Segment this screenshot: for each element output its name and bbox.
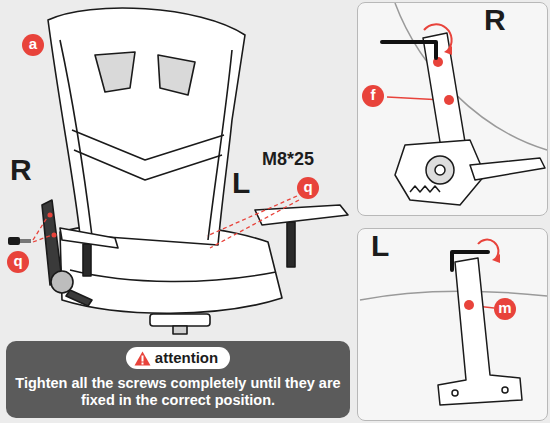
- inset-r-illustration: [382, 42, 436, 58]
- inset-l-illustration: [438, 258, 522, 405]
- warning-icon: [141, 355, 143, 361]
- chair-illustration: [60, 40, 92, 236]
- inset-ground: [357, 2, 548, 216]
- chair-illustration: [48, 8, 348, 334]
- armrest-bracket: [66, 290, 92, 306]
- inset-l-illustration: [478, 240, 498, 258]
- armrest-bracket: [52, 233, 57, 238]
- side-letter: R: [484, 5, 506, 35]
- inset-l-illustration: [502, 387, 508, 393]
- inset-r-illustration: [410, 186, 440, 192]
- inset-r-illustration: [395, 3, 547, 150]
- callout-letter: q: [297, 177, 319, 199]
- leader-lines: [33, 235, 52, 242]
- chair-illustration: [173, 326, 187, 334]
- inset-ground: [357, 2, 548, 421]
- inset-r-illustration: [424, 24, 452, 50]
- chair-illustration: [48, 8, 245, 245]
- inset-box: L: [357, 228, 548, 421]
- inset-l-illustration: [360, 240, 547, 405]
- armrest-bracket: [48, 213, 53, 218]
- inset-ground: [357, 228, 548, 421]
- chair-illustration: [158, 55, 195, 95]
- armrest-bracket: [60, 228, 118, 248]
- leader-lines: [210, 200, 299, 248]
- chair-illustration: [287, 222, 295, 267]
- attention-badge: attention: [126, 347, 230, 369]
- leader-lines: [207, 196, 297, 236]
- chair-illustration: [208, 50, 232, 240]
- chair-illustration: [95, 52, 135, 92]
- callout-letter: m: [494, 298, 516, 320]
- attention-panel: attentionTighten all the screws complete…: [6, 341, 350, 418]
- inset-r-illustration: [444, 95, 454, 105]
- inset-l-illustration: [464, 300, 474, 310]
- inset-r-illustration: [423, 33, 465, 148]
- chair-illustration: [74, 150, 222, 180]
- chair-illustration: [150, 314, 210, 326]
- inset-r-illustration: [470, 158, 545, 180]
- inset-l-illustration: [492, 254, 500, 263]
- chair-illustration: [72, 130, 224, 160]
- inset-r-illustration: [435, 165, 445, 175]
- inset-r-illustration: [382, 3, 547, 205]
- inset-r-illustration: [395, 140, 485, 205]
- callout-letter: q: [7, 251, 29, 273]
- leader-lines: [33, 216, 48, 240]
- inset-l-illustration: [452, 390, 458, 396]
- side-letter: R: [10, 155, 32, 185]
- chair-illustration: [70, 270, 276, 282]
- side-letter: L: [371, 231, 389, 261]
- armrest-bracket: [42, 200, 118, 306]
- leader-lines: [33, 97, 494, 308]
- armrest-bracket: [83, 244, 91, 276]
- inset-r-illustration: [444, 46, 452, 55]
- screw: [8, 237, 31, 245]
- warning-icon: [141, 362, 143, 364]
- badge-text: attention: [155, 348, 218, 368]
- warning-icon: [134, 351, 150, 365]
- callout-letter: a: [22, 34, 44, 56]
- side-letter: L: [232, 168, 250, 198]
- warning-icon: [134, 351, 151, 366]
- inset-r-illustration: [426, 156, 454, 184]
- screw: [8, 237, 20, 245]
- screw: [20, 239, 31, 243]
- inset-l-illustration: [360, 291, 547, 300]
- callout-letter: f: [362, 85, 384, 107]
- screw-size: M8*25: [262, 150, 314, 168]
- inset-box: R: [357, 2, 548, 216]
- note-text: Tighten all the screws completely until …: [12, 375, 344, 410]
- inset-l-illustration: [452, 252, 488, 270]
